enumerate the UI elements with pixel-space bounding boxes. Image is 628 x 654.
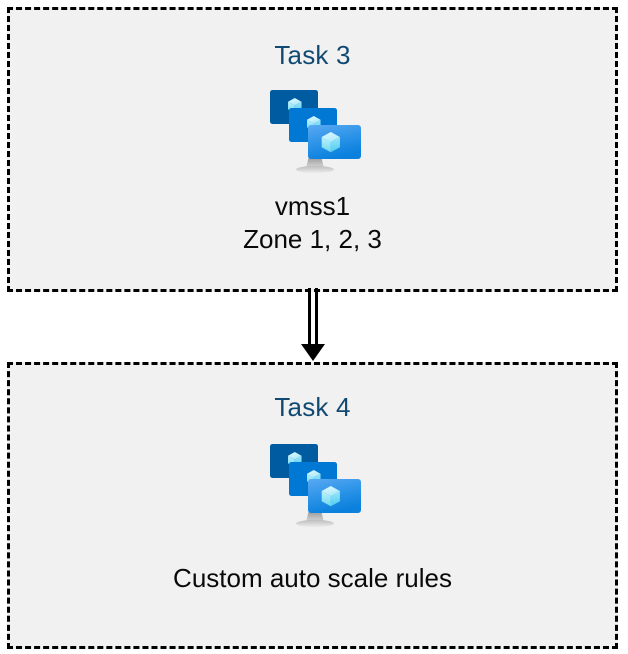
azure-vm-scale-set-icon xyxy=(263,438,367,530)
task3-caption: vmss1 Zone 1, 2, 3 xyxy=(243,190,382,256)
task4-title: Task 4 xyxy=(274,392,351,422)
connector-arrow-task3-to-task4 xyxy=(292,288,336,364)
task3-content: Task 3 xyxy=(10,10,615,289)
task3-title: Task 3 xyxy=(274,40,351,70)
task4-caption: Custom auto scale rules xyxy=(173,562,452,595)
task4-caption-line-1: Custom auto scale rules xyxy=(173,563,452,593)
task4-content: Task 4 xyxy=(10,365,615,646)
task3-caption-line-1: vmss1 xyxy=(274,191,351,221)
task-box-task3[interactable]: Task 3 xyxy=(7,7,618,292)
azure-vm-scale-set-icon xyxy=(263,84,367,176)
task-box-task4[interactable]: Task 4 xyxy=(7,362,618,649)
task3-caption-line-2: Zone 1, 2, 3 xyxy=(243,224,382,254)
